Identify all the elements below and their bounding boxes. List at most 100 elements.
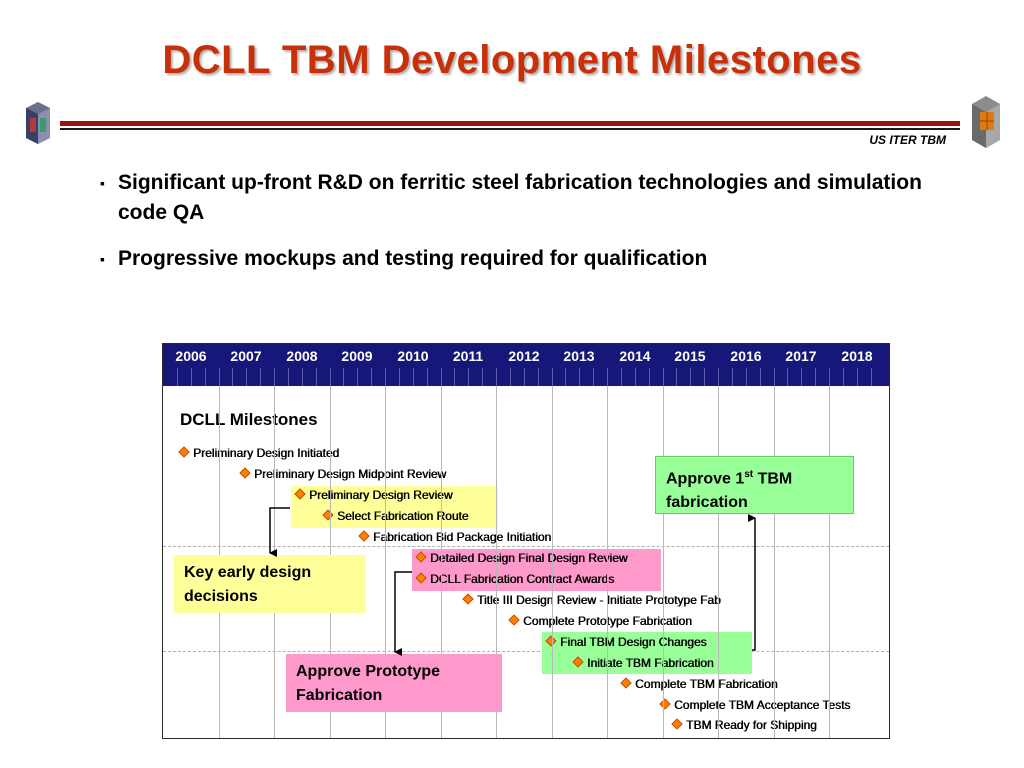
quarter-tick [205,368,206,386]
quarter-tick [302,368,303,386]
quarter-tick [385,368,386,386]
quarter-tick [746,368,747,386]
milestone-label: Complete TBM Fabrication [635,677,778,691]
quarter-tick [399,368,400,386]
year-label: 2018 [841,348,873,364]
quarter-tick [801,368,802,386]
callout-approve-prototype: Approve Prototype Fabrication [286,654,502,712]
year-label: 2009 [341,348,373,364]
milestone-item: Fabrication Bid Package Initiation [358,530,552,544]
quarter-tick [482,368,483,386]
quarter-tick [649,368,650,386]
year-grid-line [607,386,608,738]
milestone-label: Preliminary Design Midpoint Review [254,467,447,481]
milestone-item: Initiate TBM Fabrication [572,656,714,670]
quarter-tick [524,368,525,386]
bullet-item: ▪ Progressive mockups and testing requir… [100,244,968,274]
quarter-tick [635,368,636,386]
quarter-tick [427,368,428,386]
bullet-text: Significant up-front R&D on ferritic ste… [118,171,922,224]
gantt-title: DCLL Milestones [180,410,318,429]
quarter-tick [843,368,844,386]
left-logo-icon [22,100,52,151]
quarter-tick [330,368,331,386]
quarter-tick [357,368,358,386]
milestone-label: Select Fabrication Route [337,509,469,523]
quarter-tick [871,368,872,386]
quarter-tick [621,368,622,386]
quarter-tick [177,368,178,386]
quarter-tick [510,368,511,386]
year-label: 2013 [563,348,595,364]
bullet-item: ▪ Significant up-front R&D on ferritic s… [100,168,968,228]
milestone-label: Preliminary Design Initiated [193,446,340,460]
callout-key-decisions: Key early design decisions [174,555,366,613]
year-label: 2012 [508,348,540,364]
callout-text: Key early design decisions [184,564,312,605]
milestone-item: Complete TBM Fabrication [620,677,778,691]
year-grid-line [441,386,442,738]
quarter-tick [441,368,442,386]
milestone-label: Fabrication Bid Package Initiation [373,530,552,544]
bullet-marker: ▪ [100,251,105,267]
quarter-tick [496,368,497,386]
arrow-approve-prototype [394,571,412,656]
highlight-yellow [291,486,498,528]
quarter-tick [288,368,289,386]
quarter-tick [219,368,220,386]
gantt-row-divider [163,651,889,652]
milestone-item: Select Fabrication Route [322,509,469,523]
year-grid-line [663,386,664,738]
milestone-item: DCLL Fabrication Contract Awards [415,572,615,586]
quarter-tick [774,368,775,386]
quarter-tick [593,368,594,386]
year-label: 2014 [619,348,651,364]
quarter-tick [343,368,344,386]
quarter-tick [829,368,830,386]
quarter-tick [663,368,664,386]
milestone-label: Final TBM Design Changes [560,635,707,649]
quarter-tick [454,368,455,386]
milestone-item: Detailed Design Final Design Review [415,551,628,565]
quarter-tick [718,368,719,386]
year-label: 2015 [674,348,706,364]
callout-text-prefix: Approve 1 [666,470,745,488]
quarter-tick [760,368,761,386]
milestone-item: Title III Design Review - Initiate Proto… [462,593,721,607]
milestone-item: Preliminary Design Midpoint Review [239,467,447,481]
quarter-tick [413,368,414,386]
arrow-key-decisions [269,507,290,557]
quarter-tick [274,368,275,386]
year-grid-line [829,386,830,738]
year-label: 2011 [452,348,484,364]
right-logo-icon [966,92,1006,157]
year-label: 2017 [785,348,817,364]
title-rule-red [60,121,960,126]
year-grid-line [385,386,386,738]
year-label: 2010 [397,348,429,364]
quarter-tick [690,368,691,386]
title-rule-black [60,128,960,130]
page-title: DCLL TBM Development Milestones [162,38,862,82]
milestone-label: Detailed Design Final Design Review [430,551,628,565]
milestone-item: Preliminary Design Review [294,488,453,502]
year-label: 2007 [230,348,262,364]
quarter-tick [371,368,372,386]
milestone-label: Preliminary Design Review [309,488,453,502]
year-label: 2006 [175,348,207,364]
quarter-tick [468,368,469,386]
gantt-row-divider [163,546,889,547]
milestone-label: DCLL Fabrication Contract Awards [430,572,615,586]
milestone-gantt-chart: 2006 2007 2008 2009 2010 2011 2012 2013 … [162,343,890,739]
quarter-tick [232,368,233,386]
quarter-tick [815,368,816,386]
quarter-tick [676,368,677,386]
milestone-item: Final TBM Design Changes [545,635,707,649]
quarter-tick [787,368,788,386]
quarter-tick [538,368,539,386]
milestone-item: Preliminary Design Initiated [178,446,340,460]
highlight-pink [412,549,661,591]
quarter-tick [565,368,566,386]
quarter-tick [316,368,317,386]
quarter-tick [857,368,858,386]
